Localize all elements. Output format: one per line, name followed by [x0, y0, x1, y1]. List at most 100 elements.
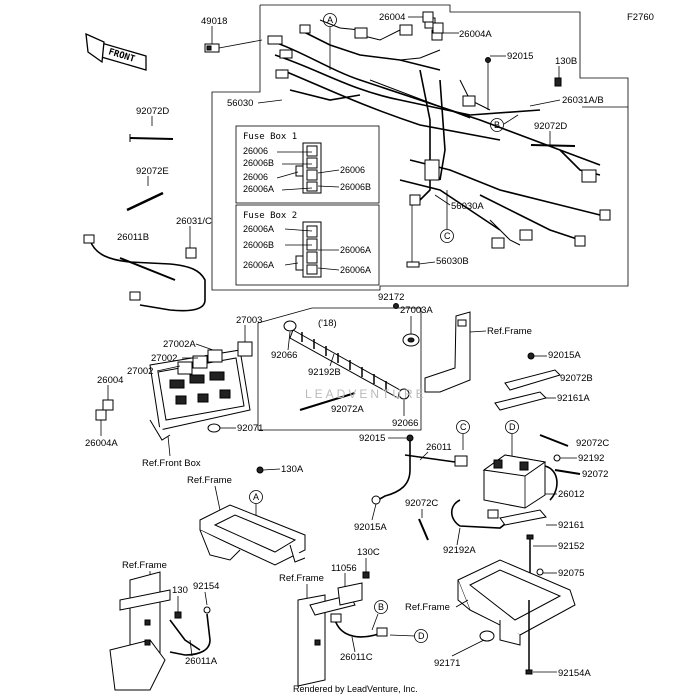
fuse-box-1-title: Fuse Box 1: [243, 132, 297, 142]
callout-d-bottom: D: [389, 629, 428, 643]
part-92172: 92172: [378, 292, 404, 303]
part-26012: 26012: [558, 489, 584, 500]
bolt-130c-icon: [362, 571, 370, 579]
part-130: 130: [172, 585, 188, 596]
part-92192a: 92192A: [443, 545, 476, 556]
cable-26011c-icon: [330, 613, 388, 638]
part-56030: 56030: [227, 98, 253, 109]
fb1-left-4: 26006A: [243, 184, 274, 194]
part-92161a: 92161A: [557, 393, 590, 404]
part-92072b: 92072B: [560, 373, 593, 384]
part-26031c: 26031/C: [176, 216, 212, 227]
bolt-92154-icon: [203, 606, 211, 614]
front-box-assembly: [95, 341, 253, 441]
fb1-right-2: 26006B: [340, 182, 371, 192]
part-130c: 130C: [357, 547, 380, 558]
tie-92072c-right-icon: [539, 434, 569, 447]
bolt-130a-icon: [256, 466, 264, 474]
bolt-92015a-top-icon: [527, 352, 535, 360]
main-harness-frame: [211, 4, 629, 291]
bolt-130-icon: [174, 611, 182, 619]
callout-b-bottom: B: [371, 600, 388, 631]
bracket-frame-icon: [424, 311, 471, 393]
tie-92072c-icon: [418, 518, 429, 541]
part-130a: 130A: [281, 464, 304, 475]
tie-92072a-icon: [299, 392, 356, 411]
battery-tray-icon: [457, 559, 576, 646]
part-92192: 92192: [578, 453, 604, 464]
svg-text:C: C: [460, 422, 467, 432]
fb1-left-3: 26006: [243, 172, 268, 182]
part-92015a-b: 92015A: [354, 522, 387, 533]
ref-frame-2: Ref.Frame: [187, 475, 232, 486]
front-arrow-icon: FRONT: [85, 32, 147, 71]
callout-c-battery: C: [456, 420, 470, 450]
fuse-box-1-icon: [295, 142, 322, 194]
part-26011b: 26011B: [117, 232, 149, 243]
callout-c-top: C: [440, 190, 454, 243]
fb1-left-1: 26006: [243, 146, 268, 156]
watermark: LEADVENTURE: [305, 387, 427, 401]
cable-26011a-icon: [169, 613, 211, 656]
part-27002b: 27002: [127, 366, 153, 377]
pad-92161-icon: [499, 509, 547, 526]
part-92072: 92072: [582, 469, 608, 480]
fb2-right-1: 26006A: [340, 245, 371, 255]
relay-bar-92192b-icon: [283, 320, 410, 400]
part-92152: 92152: [558, 541, 584, 552]
connector-49018-icon: [204, 43, 220, 53]
fuse-box-1-frame: [235, 125, 380, 204]
part-92171: 92171: [434, 658, 460, 669]
bracket-92072b-icon: [504, 369, 561, 391]
grommet-27003a-icon: [402, 333, 420, 347]
part-92075: 92075: [558, 568, 584, 579]
part-26004-top: 26004: [379, 12, 405, 23]
part-56030a: 56030A: [451, 201, 484, 212]
bolt-92015-mid-icon: [406, 434, 414, 442]
tie-92072-icon: [554, 469, 581, 475]
nut-92192-icon: [553, 454, 561, 462]
year-note: ('18): [318, 318, 337, 329]
tie-92072d-right-icon: [530, 144, 576, 147]
frame-bracket-icon: [199, 504, 306, 566]
part-92161: 92161: [558, 520, 584, 531]
clip-92171-icon: [479, 630, 495, 642]
frame-post-mid-icon: [297, 594, 356, 687]
year-18-frame: [257, 307, 422, 431]
bolt-92154a-icon: [525, 600, 533, 675]
part-56030b: 56030B: [436, 256, 469, 267]
part-92071: 92071: [237, 423, 263, 434]
part-27003: 27003: [236, 315, 262, 326]
fuse-box-2-title: Fuse Box 2: [243, 211, 297, 221]
battery-26012-icon: [482, 454, 558, 509]
part-26011a: 26011A: [185, 656, 218, 667]
cable-26011b-icon: [83, 234, 206, 312]
fuse-26004-icon: [422, 11, 444, 34]
frame-post-left-icon: [109, 571, 171, 691]
part-26004a-top: 26004A: [459, 29, 492, 40]
part-92072c-right: 92072C: [576, 438, 609, 449]
svg-text:D: D: [509, 422, 516, 432]
part-92015: 92015: [359, 433, 385, 444]
part-26004: 26004: [97, 375, 123, 386]
footer-credit: Rendered by LeadVenture, Inc.: [293, 684, 418, 694]
part-49018: 49018: [201, 16, 227, 27]
fb2-left-1: 26006A: [243, 224, 274, 234]
cable-26011-icon: [371, 441, 468, 505]
main-wire-harness: [267, 17, 611, 249]
part-130b: 130B: [555, 56, 577, 67]
fb2-right-2: 26006A: [340, 265, 371, 275]
part-26011: 26011: [426, 442, 452, 453]
fb2-left-2: 26006B: [243, 240, 274, 250]
tie-92072d-left-icon: [129, 134, 174, 142]
fb2-left-3: 26006A: [243, 260, 274, 270]
diagram-code: F2760: [627, 12, 654, 23]
label-56030b-icon: [406, 261, 420, 268]
part-92066-a: 92066: [271, 350, 297, 361]
part-92072d-right: 92072D: [534, 121, 567, 132]
part-26011c: 26011C: [340, 652, 373, 663]
svg-text:C: C: [444, 231, 451, 241]
bracket-11056-icon: [337, 582, 363, 606]
fuse-box-2-frame: [235, 204, 380, 286]
part-92072d-left: 92072D: [136, 106, 169, 117]
